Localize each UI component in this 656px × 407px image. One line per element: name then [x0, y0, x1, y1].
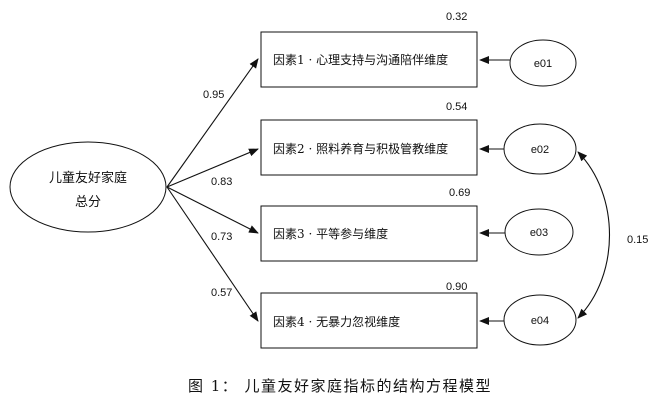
factor-3-box	[260, 205, 478, 262]
path-root-factor-1	[166, 58, 259, 188]
root-latent-label-line1: 儿童友好家庭	[49, 170, 127, 186]
factor-2-r2: 0.54	[446, 101, 467, 113]
loading-factor-2: 0.83	[211, 176, 232, 188]
error-e04-label: e04	[531, 315, 549, 327]
error-e02-label: e02	[531, 144, 549, 156]
error-e03-ellipse	[504, 208, 574, 256]
factor-1-r2: 0.32	[446, 11, 467, 23]
path-root-factor-2	[166, 148, 259, 188]
factor-4-box	[260, 292, 478, 349]
error-e01-ellipse	[509, 39, 577, 87]
path-root-factor-3	[166, 186, 259, 234]
covariance-e02-e04	[577, 151, 610, 319]
factor-2-label: 因素2 · 照料养育与积极管教维度	[273, 141, 448, 156]
error-e03-label: e03	[530, 227, 548, 239]
factor-2-box	[260, 119, 478, 176]
covariance-value: 0.15	[627, 234, 648, 246]
factor-3-r2: 0.69	[449, 187, 470, 199]
path-root-factor-4	[166, 186, 259, 322]
error-e01-label: e01	[534, 58, 552, 70]
factor-4-r2: 0.90	[446, 281, 467, 293]
loading-factor-1: 0.95	[203, 89, 224, 101]
error-e04-ellipse	[503, 294, 577, 346]
loading-factor-4: 0.57	[211, 287, 232, 299]
factor-3-label: 因素3 · 平等参与维度	[273, 226, 388, 241]
factor-1-box	[260, 31, 478, 88]
factor-1-label: 因素1 · 心理支持与沟通陪伴维度	[273, 52, 448, 67]
root-latent-ellipse	[9, 141, 167, 233]
factor-4-label: 因素4 · 无暴力忽视维度	[273, 314, 400, 329]
root-latent-label-line2: 总分	[75, 195, 101, 210]
loading-factor-3: 0.73	[211, 231, 232, 243]
figure-caption: 图 1： 儿童友好家庭指标的结构方程模型	[188, 377, 492, 395]
